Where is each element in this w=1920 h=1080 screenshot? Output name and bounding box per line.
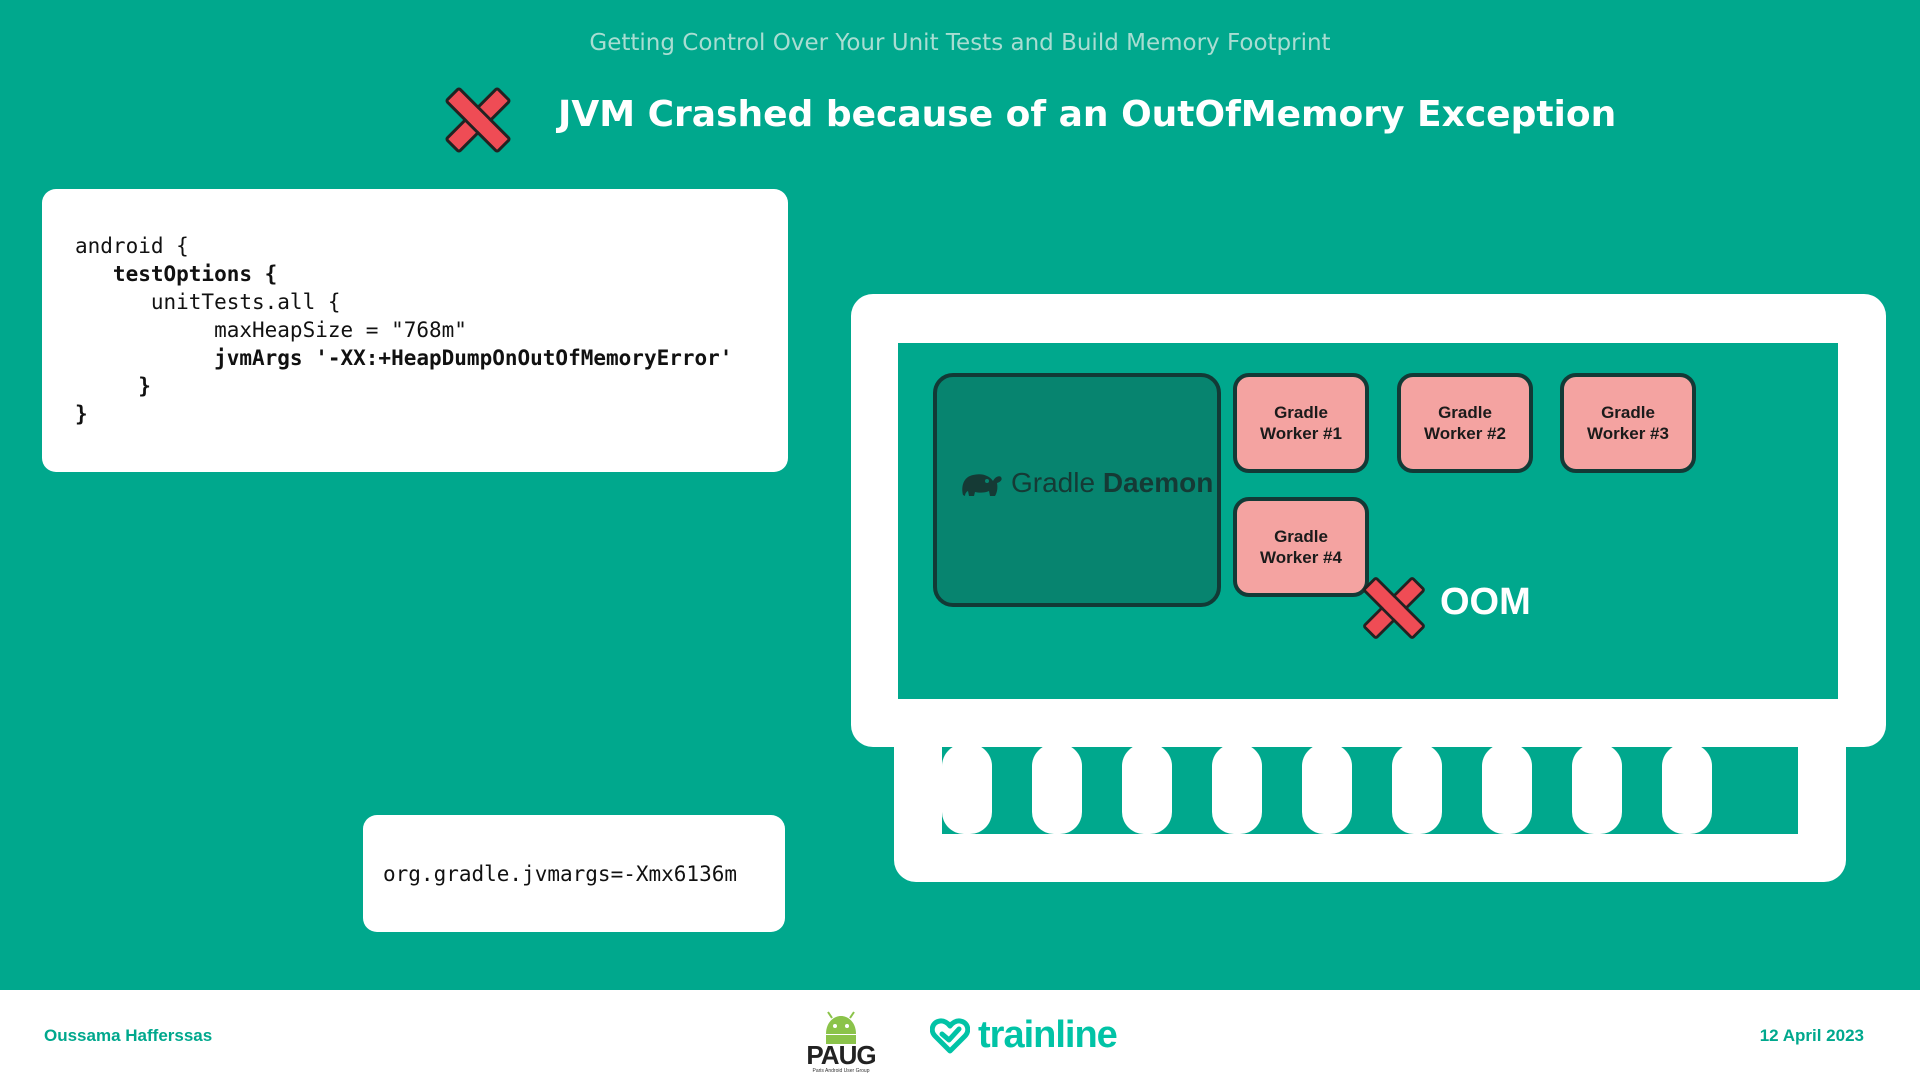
ram-pin [1662, 744, 1712, 834]
code-line: org.gradle.jvmargs=-Xmx6136m [383, 862, 738, 886]
gradle-worker-3: Gradle Worker #3 [1560, 373, 1696, 473]
ram-body: Gradle Daemon Gradle Worker #1 Gradle Wo… [851, 294, 1886, 747]
daemon-word-gradle: Gradle [1011, 467, 1096, 498]
ram-connector [894, 734, 1846, 882]
code-line: testOptions { [75, 262, 278, 286]
daemon-label: Gradle Daemon [1011, 467, 1213, 499]
gradle-properties-code-card: org.gradle.jvmargs=-Xmx6136m [363, 815, 785, 932]
footer: Oussama Hafferssas PAUG Paris Android Us… [0, 990, 1920, 1080]
ram-pin [1392, 744, 1442, 834]
daemon-word-daemon: Daemon [1102, 467, 1214, 498]
worker-label: Gradle Worker #3 [1587, 403, 1669, 443]
slide-title: JVM Crashed because of an OutOfMemory Ex… [558, 94, 1617, 135]
paug-subtitle: Paris Android User Group [812, 1068, 870, 1074]
ram-memory-area: Gradle Daemon Gradle Worker #1 Gradle Wo… [898, 343, 1838, 699]
gradle-daemon-box: Gradle Daemon [933, 373, 1221, 607]
paug-logo: PAUG Paris Android User Group [802, 1010, 880, 1076]
oom-label: OOM [1440, 581, 1531, 623]
ram-pin [1032, 744, 1082, 834]
worker-label: Gradle Worker #4 [1260, 527, 1342, 567]
gradle-worker-4: Gradle Worker #4 [1233, 497, 1369, 597]
ram-pin [1212, 744, 1262, 834]
build-gradle-code-card: android { testOptions { unitTests.all { … [42, 189, 788, 472]
code-line: } [75, 374, 151, 398]
worker-label: Gradle Worker #1 [1260, 403, 1342, 443]
ram-diagram: Gradle Daemon Gradle Worker #1 Gradle Wo… [851, 294, 1886, 884]
slide-subtitle: Getting Control Over Your Unit Tests and… [589, 30, 1331, 56]
android-robot-icon [826, 1011, 856, 1044]
presenter-name: Oussama Hafferssas [44, 1026, 213, 1045]
ram-pin [1572, 744, 1622, 834]
ram-pin-slot [942, 744, 1798, 834]
code-block: android { testOptions { unitTests.all { … [75, 232, 732, 428]
paug-wordmark: PAUG [806, 1040, 876, 1070]
red-x-icon [1363, 577, 1425, 639]
worker-label: Gradle Worker #2 [1424, 403, 1506, 443]
ram-pin [1122, 744, 1172, 834]
gradle-worker-2: Gradle Worker #2 [1397, 373, 1533, 473]
ram-pin [1482, 744, 1532, 834]
trainline-heart-icon [930, 1017, 970, 1053]
trainline-wordmark: trainline [978, 1014, 1118, 1056]
red-x-icon [445, 87, 511, 153]
code-line: jvmArgs '-XX:+HeapDumpOnOutOfMemoryError… [75, 346, 733, 370]
title-row: JVM Crashed because of an OutOfMemory Ex… [0, 80, 1920, 160]
code-line: android { [75, 234, 189, 258]
ram-pin [1302, 744, 1352, 834]
code-line: maxHeapSize = "768m" [75, 318, 467, 342]
presentation-date: 12 April 2023 [1759, 1026, 1864, 1045]
slide: Getting Control Over Your Unit Tests and… [0, 0, 1920, 990]
gradle-daemon-logo: Gradle Daemon [957, 465, 1213, 501]
ram-pin [942, 744, 992, 834]
gradle-elephant-icon [962, 474, 1002, 496]
trainline-logo: trainline [930, 1014, 1118, 1057]
gradle-worker-1: Gradle Worker #1 [1233, 373, 1369, 473]
code-line: } [75, 402, 88, 426]
code-line: unitTests.all { [75, 290, 341, 314]
